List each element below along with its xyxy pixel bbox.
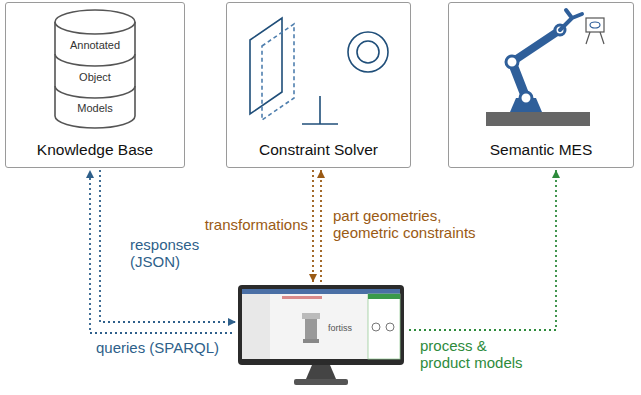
dotted-connector xyxy=(309,170,317,282)
box-title: Semantic MES xyxy=(449,141,633,159)
dotted-connector xyxy=(409,170,560,330)
monitor: fortiss xyxy=(232,283,410,389)
database-icon xyxy=(55,10,135,128)
dotted-connector xyxy=(100,170,236,326)
edge-label: part geometries, geometric constraints xyxy=(331,207,507,241)
component-box: Constraint Solver xyxy=(226,2,411,168)
edge-label: responses (JSON) xyxy=(128,236,212,270)
box-title: Knowledge Base xyxy=(6,141,184,159)
constraint-icons xyxy=(250,18,388,124)
box-title: Constraint Solver xyxy=(227,141,410,159)
dotted-connector xyxy=(86,170,232,333)
robot-icon xyxy=(486,10,604,126)
part-label: Annotated xyxy=(70,39,120,51)
edge-label: queries (SPARQL) xyxy=(94,339,238,356)
part-label: Models xyxy=(77,102,112,114)
component-box: Knowledge Base xyxy=(5,2,185,168)
dotted-connector xyxy=(317,170,325,282)
edge-label: transformations xyxy=(196,216,310,233)
part-label: Object xyxy=(79,71,111,83)
screen-logo: fortiss xyxy=(328,323,352,333)
component-box: Semantic MES xyxy=(448,2,634,168)
monitor-outline xyxy=(232,283,410,389)
edge-label: process & product models xyxy=(418,337,542,371)
